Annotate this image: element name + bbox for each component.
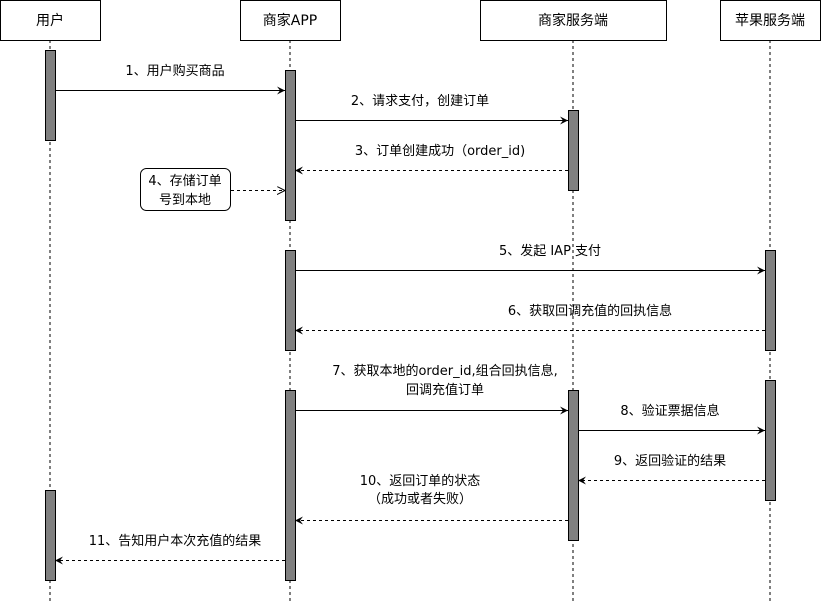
message-label-7: 7、获取本地的order_id,组合回执信息, <box>332 363 558 379</box>
activation-bar <box>285 250 296 351</box>
message-label-11: 11、告知用户本次充值的结果 <box>89 533 262 549</box>
activation-bar <box>765 380 776 501</box>
message-label-3: 3、订单创建成功（order_id) <box>355 144 525 159</box>
message-label-4: 号到本地 <box>159 193 211 208</box>
message-label-8: 8、验证票据信息 <box>620 403 719 419</box>
note-box <box>140 168 231 211</box>
participant-label: 商家APP <box>263 12 317 29</box>
activation-bar <box>765 250 776 351</box>
activation-bar <box>568 390 579 541</box>
participant-label: 用户 <box>36 12 64 29</box>
message-label-6: 6、获取回调充值的回执信息 <box>508 303 672 319</box>
message-label-9: 9、返回验证的结果 <box>614 453 726 469</box>
message-label-4: 4、存储订单 <box>148 174 221 189</box>
message-label-10: （成功或者失败） <box>368 492 472 507</box>
participant-merchant-server: 商家服务端 <box>480 0 667 41</box>
activation-bar <box>45 50 56 141</box>
activation-bar <box>285 390 296 581</box>
participant-label: 商家服务端 <box>538 12 608 29</box>
activation-bar <box>45 490 56 581</box>
activation-bar <box>568 110 579 191</box>
participant-label: 苹果服务端 <box>735 13 805 29</box>
activation-bar <box>285 70 296 221</box>
message-label-10: 10、返回订单的状态 <box>360 473 481 489</box>
message-label-5: 5、发起 IAP 支付 <box>499 243 601 259</box>
message-label-7: 回调充值订单 <box>406 382 484 398</box>
participant-app: 商家APP <box>240 0 341 41</box>
message-label-2: 2、请求支付，创建订单 <box>351 94 489 109</box>
participant-apple-server: 苹果服务端 <box>720 0 821 41</box>
participant-user: 用户 <box>0 0 101 41</box>
message-label-1: 1、用户购买商品 <box>125 63 224 79</box>
